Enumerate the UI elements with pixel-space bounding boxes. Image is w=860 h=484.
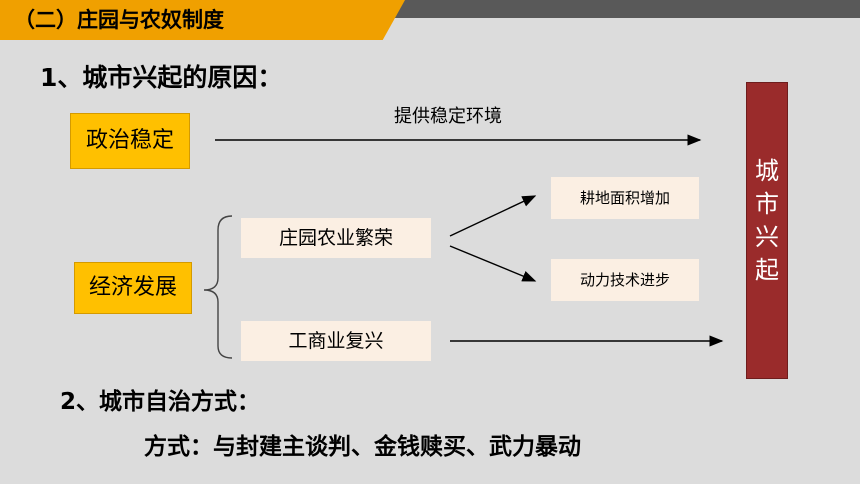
manor-agriculture-box: 庄园农业繁荣	[241, 218, 431, 258]
arrow-manor-to-land	[449, 195, 537, 237]
power-technology-box: 动力技术进步	[551, 259, 699, 301]
politics-stable-box: 政治稳定	[70, 113, 190, 169]
page-title: （二）庄园与农奴制度	[14, 8, 224, 32]
economy-development-box: 经济发展	[74, 262, 192, 314]
farmland-increase-box: 耕地面积增加	[551, 177, 699, 219]
section2-heading: 2、城市自治方式：	[60, 389, 261, 415]
arrow-label-stable-environment: 提供稳定环境	[394, 106, 502, 127]
economy-brace	[203, 215, 233, 359]
city-rise-box: 城 市 兴 起	[746, 82, 788, 379]
commerce-revival-box: 工商业复兴	[241, 321, 431, 361]
section1-heading: 1、城市兴起的原因：	[40, 63, 283, 92]
header-orange-banner	[0, 0, 405, 40]
city-rise-label: 城 市 兴 起	[755, 157, 779, 284]
autonomy-methods: 方式：与封建主谈判、金钱赎买、武力暴动	[144, 434, 581, 460]
header-bar: （二）庄园与农奴制度	[0, 0, 860, 40]
arrow-manor-to-power	[449, 245, 537, 282]
